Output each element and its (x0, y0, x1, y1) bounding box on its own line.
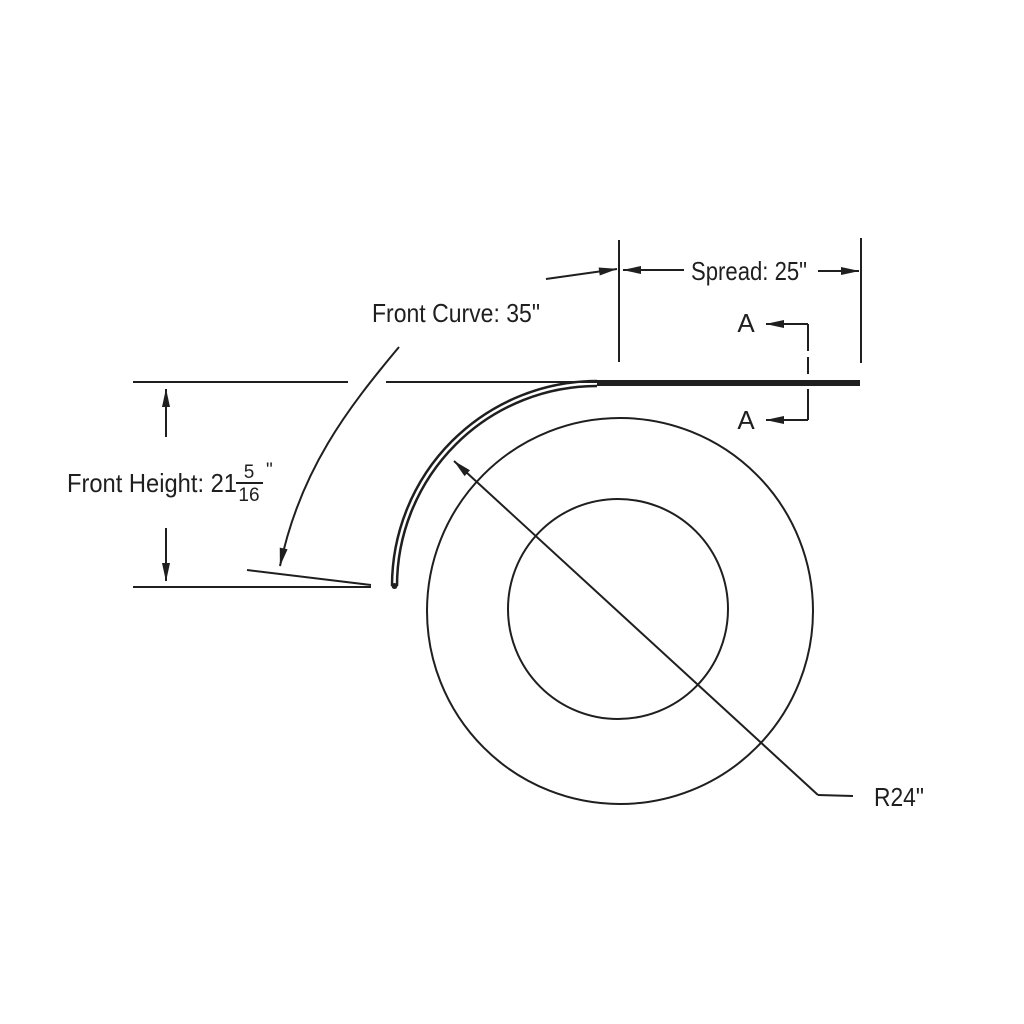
fender-profile (246, 379, 860, 589)
section-label-top: A (737, 308, 755, 338)
spread-dimension: Spread: 25" (545, 238, 862, 363)
wheel-reference (426, 417, 814, 805)
spread-label: Spread: 25" (691, 256, 807, 286)
front-height-label: Front Height: 21 (67, 468, 237, 498)
fender-curve-inner-line (395, 384, 598, 587)
radius-leader-horizontal (817, 794, 854, 797)
fender-top-edge-thick-line (597, 380, 860, 386)
front-height-unit-mark: " (266, 460, 273, 481)
front-height-dimension: Front Height: 21 5 16 " (67, 381, 598, 588)
wheel-inner-circle (507, 498, 729, 720)
radius-leader-diagonal (453, 460, 819, 796)
front-height-fraction-numerator: 5 (244, 462, 255, 483)
section-cut-aa: A A (737, 308, 809, 435)
fender-curve-end-cap (391, 583, 398, 589)
front-curve-label: Front Curve: 35" (372, 298, 540, 328)
fender-curve-outer-line (390, 379, 598, 587)
front-curve-callout: Front Curve: 35" (279, 298, 540, 567)
wheel-outer-circle (426, 417, 814, 805)
front-curve-leader-arc (279, 346, 400, 567)
radius-label: R24" (874, 782, 924, 812)
front-height-fraction-denominator: 16 (238, 485, 259, 506)
fender-bottom-edge-line (246, 569, 372, 586)
radius-callout: R24" (453, 460, 924, 812)
section-label-bottom: A (737, 405, 755, 435)
spread-outside-leader-arrow (545, 267, 618, 280)
